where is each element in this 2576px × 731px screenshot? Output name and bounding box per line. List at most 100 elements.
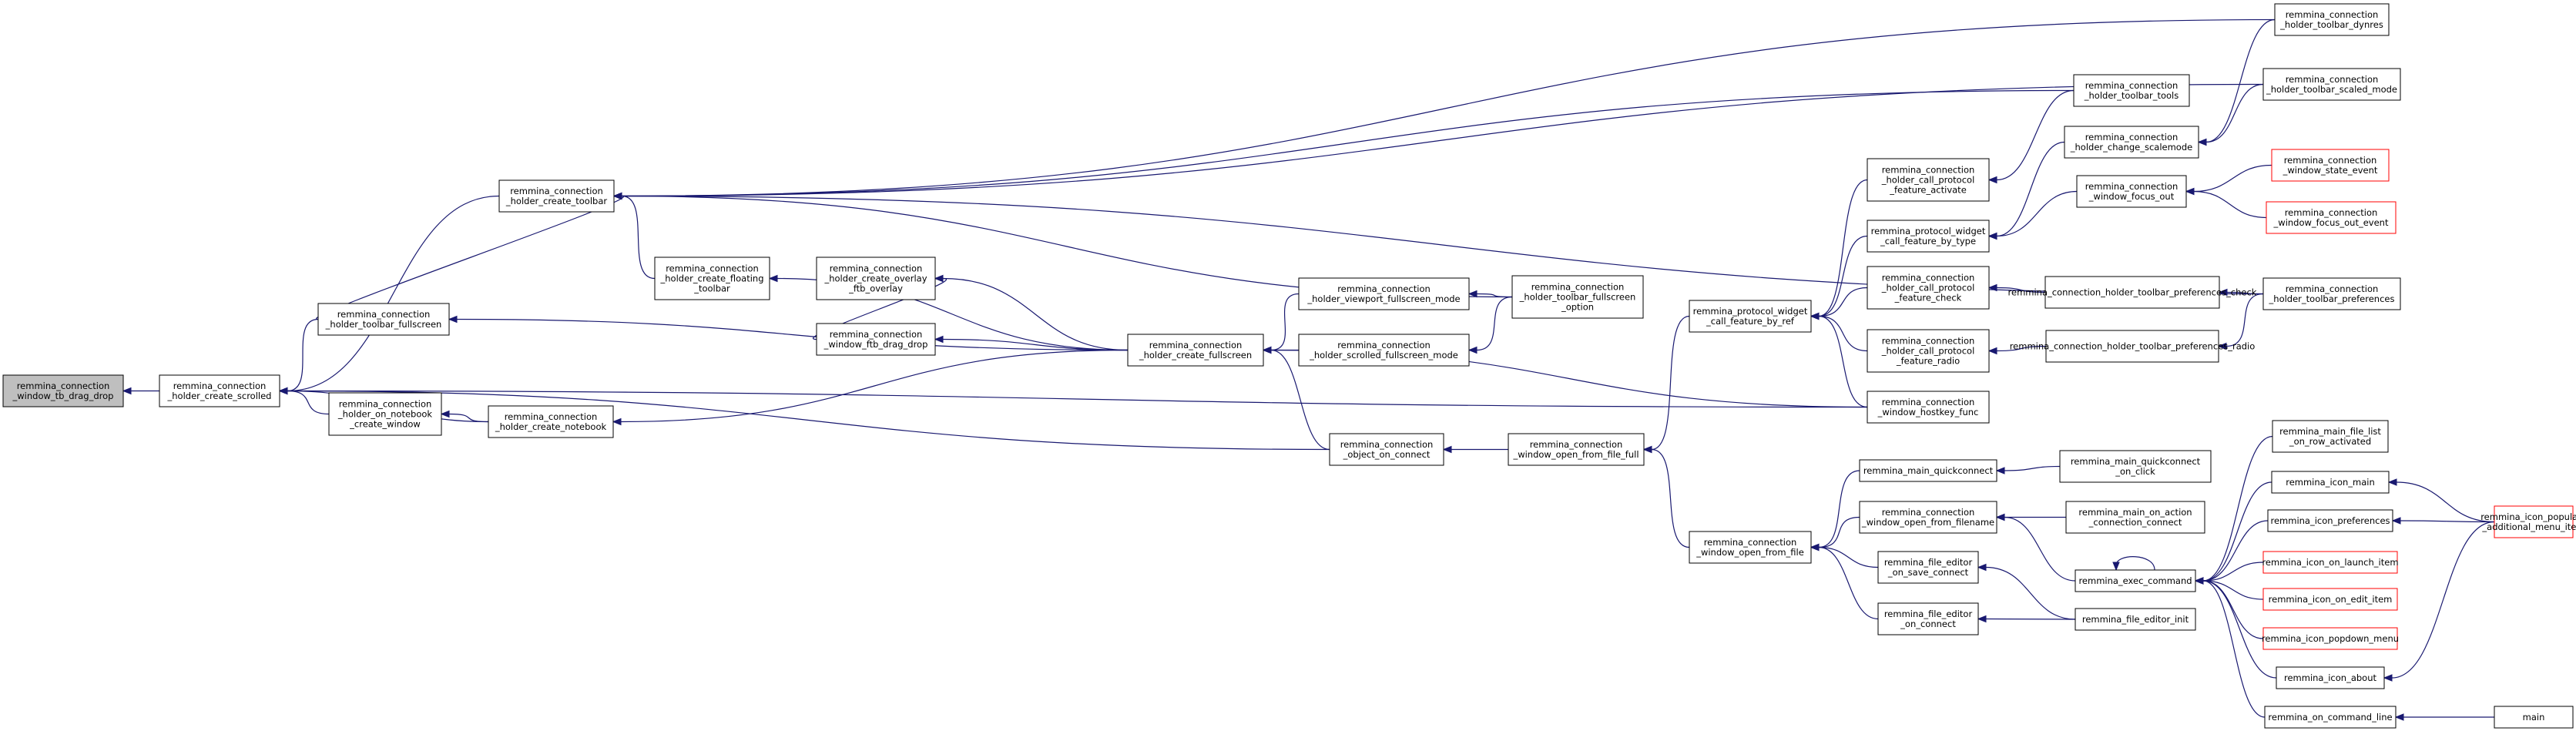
node-label: remmina_icon_about xyxy=(2284,672,2376,683)
node-file-list-row[interactable]: remmina_main_file_list_on_row_activated xyxy=(2272,420,2389,453)
node-call-radio[interactable]: remmina_connection_holder_call_protocol_… xyxy=(1867,329,1990,373)
node-create-scrolled[interactable]: remmina_connection_holder_create_scrolle… xyxy=(159,374,280,407)
call-edge xyxy=(1977,563,2076,620)
node-label: _additional_menu_item xyxy=(2481,521,2576,532)
call-edge xyxy=(2194,520,2269,585)
node-toolbar-prefs[interactable]: remmina_connection_holder_toolbar_prefer… xyxy=(2262,277,2401,310)
node-viewport-fs[interactable]: remmina_connection_holder_viewport_fulls… xyxy=(1298,277,1470,310)
node-create-fullscreen[interactable]: remmina_connection_holder_create_fullscr… xyxy=(1127,334,1264,367)
node-object-on-connect[interactable]: remmina_connection_object_on_connect xyxy=(1329,433,1444,466)
node-open-from-file[interactable]: remmina_connection_window_open_from_file xyxy=(1689,531,1812,564)
node-label: _window_tb_drag_drop xyxy=(12,391,114,401)
node-tb-drag-drop[interactable]: remmina_connection_window_tb_drag_drop xyxy=(2,374,124,407)
node-pref-check[interactable]: remmina_connection_holder_toolbar_prefer… xyxy=(2008,276,2257,309)
node-ftb-drag-drop[interactable]: remmina_connection_window_ftb_drag_drop xyxy=(816,323,936,356)
node-label: remmina_icon_preferences xyxy=(2270,515,2390,526)
node-label: remmina_exec_command xyxy=(2078,575,2192,586)
node-label: _holder_create_scrolled xyxy=(167,391,272,401)
node-icon-about[interactable]: remmina_icon_about xyxy=(2276,666,2385,689)
node-file-editor-init[interactable]: remmina_file_editor_init xyxy=(2075,608,2196,631)
node-focus-out[interactable]: remmina_connection_window_focus_out xyxy=(2076,175,2187,208)
call-edge xyxy=(2194,577,2266,718)
node-action-connect[interactable]: remmina_main_on_action_connection_connec… xyxy=(2065,501,2205,534)
call-edge xyxy=(2391,517,2495,525)
call-edge xyxy=(278,195,500,395)
node-label: _holder_viewport_fullscreen_mode xyxy=(1306,293,1460,304)
node-icon-launch[interactable]: remmina_icon_on_launch_item xyxy=(2262,551,2399,574)
node-main-quickconnect[interactable]: remmina_main_quickconnect xyxy=(1859,459,1997,482)
node-hostkey[interactable]: remmina_connection_window_hostkey_func xyxy=(1867,391,1990,424)
node-create-notebook[interactable]: remmina_connection_holder_create_noteboo… xyxy=(488,405,614,438)
node-icon-prefs[interactable]: remmina_icon_preferences xyxy=(2267,509,2393,532)
node-overlay-ftb[interactable]: remmina_connection_holder_create_overlay… xyxy=(816,257,936,300)
node-toolbar-fullscreen[interactable]: remmina_connection_holder_toolbar_fullsc… xyxy=(317,303,450,336)
node-label: _window_open_from_file xyxy=(1696,547,1804,558)
node-label: _holder_toolbar_dynres xyxy=(2279,19,2383,30)
node-fe-connect[interactable]: remmina_file_editor_on_connect xyxy=(1877,602,1979,635)
node-icon-main[interactable]: remmina_icon_main xyxy=(2271,471,2390,494)
node-fe-save-connect[interactable]: remmina_file_editor_on_save_connect xyxy=(1877,551,1979,584)
node-label: _create_window xyxy=(349,419,421,430)
node-label: remmina_connection xyxy=(1149,340,1243,350)
node-label: _call_feature_by_ref xyxy=(1706,316,1795,327)
node-icon-edit[interactable]: remmina_icon_on_edit_item xyxy=(2262,588,2398,611)
call-edge xyxy=(2194,481,2272,585)
node-call-activate[interactable]: remmina_connection_holder_call_protocol_… xyxy=(1867,158,1990,202)
call-edge xyxy=(934,274,1129,351)
node-toolbar-dynres[interactable]: remmina_connection_holder_toolbar_dynres xyxy=(2274,3,2390,36)
node-label: _holder_scrolled_fullscreen_mode xyxy=(1309,350,1458,360)
node-feature-by-type[interactable]: remmina_protocol_widget_call_feature_by_… xyxy=(1867,220,1990,253)
node-label: remmina_connection xyxy=(2286,9,2379,20)
node-fs-option[interactable]: remmina_connection_holder_toolbar_fullsc… xyxy=(1511,275,1644,319)
node-label: remmina_connection xyxy=(2085,181,2179,192)
node-label: remmina_connection xyxy=(1882,273,1975,283)
node-call-check[interactable]: remmina_connection_holder_call_protocol_… xyxy=(1867,266,1990,310)
node-feature-by-ref[interactable]: remmina_protocol_widget_call_feature_by_… xyxy=(1689,300,1812,333)
node-label: _holder_create_fullscreen xyxy=(1139,350,1252,360)
node-icon-popdown[interactable]: remmina_icon_popdown_menu xyxy=(2262,627,2399,650)
node-label: _on_click xyxy=(2115,466,2155,477)
node-label: _window_hostkey_func xyxy=(1877,407,1979,417)
node-focus-out-event[interactable]: remmina_connection_window_focus_out_even… xyxy=(2266,201,2397,234)
node-main[interactable]: main xyxy=(2494,706,2574,729)
node-label: _holder_create_floating xyxy=(660,273,764,284)
node-label: remmina_connection xyxy=(2285,207,2378,218)
node-open-from-filename[interactable]: remmina_connection_window_open_from_file… xyxy=(1859,501,1997,534)
node-label: _feature_activate xyxy=(1889,185,1967,196)
call-edge xyxy=(612,83,2264,200)
call-edge xyxy=(2387,478,2495,523)
node-label: _holder_call_protocol xyxy=(1881,283,1975,293)
call-edge xyxy=(2394,713,2494,721)
node-state-event[interactable]: remmina_connection_window_state_event xyxy=(2271,149,2390,182)
node-on-command-line[interactable]: remmina_on_command_line xyxy=(2264,706,2397,729)
node-label: _holder_toolbar_preferences xyxy=(2269,293,2395,304)
node-toolbar-tools[interactable]: remmina_connection_holder_toolbar_tools xyxy=(2073,74,2190,107)
node-label: remmina_connection xyxy=(505,411,598,422)
node-label: remmina_main_file_list xyxy=(2279,426,2381,437)
node-label: _feature_check xyxy=(1894,293,1962,303)
call-edge xyxy=(1442,445,1508,454)
node-floating-toolbar[interactable]: remmina_connection_holder_create_floatin… xyxy=(654,257,770,300)
node-create-toolbar[interactable]: remmina_connection_holder_create_toolbar xyxy=(498,179,615,213)
call-edge xyxy=(1995,513,2076,582)
node-toolbar-scaled[interactable]: remmina_connection_holder_toolbar_scaled… xyxy=(2262,68,2401,101)
node-change-scalemode[interactable]: remmina_connection_holder_change_scalemo… xyxy=(2064,126,2199,159)
node-label: _toolbar xyxy=(693,283,730,294)
node-icon-populate[interactable]: remmina_icon_populate_additional_menu_it… xyxy=(2480,505,2576,538)
node-open-from-file-full[interactable]: remmina_connection_window_open_from_file… xyxy=(1508,433,1645,466)
node-label: remmina_connection xyxy=(1882,397,1975,407)
node-label: remmina_connection xyxy=(1704,537,1797,548)
node-label: _holder_create_toolbar xyxy=(505,196,608,206)
call-edge xyxy=(1977,615,2076,623)
node-label: remmina_connection xyxy=(510,186,603,196)
node-exec-command[interactable]: remmina_exec_command xyxy=(2075,569,2196,592)
node-pref-radio[interactable]: remmina_connection_holder_toolbar_prefer… xyxy=(2010,330,2256,363)
node-label: remmina_icon_popdown_menu xyxy=(2262,633,2399,644)
node-label: remmina_icon_on_launch_item xyxy=(2262,557,2398,568)
node-on-notebook[interactable]: remmina_connection_holder_on_notebook_cr… xyxy=(328,392,442,436)
node-label: remmina_main_quickconnect xyxy=(1863,465,1994,476)
node-label: remmina_connection xyxy=(2085,132,2179,143)
node-scrolled-fs[interactable]: remmina_connection_holder_scrolled_fulls… xyxy=(1298,334,1470,367)
call-edge xyxy=(612,89,2075,200)
node-qc-on-click[interactable]: remmina_main_quickconnect_on_click xyxy=(2059,450,2212,483)
